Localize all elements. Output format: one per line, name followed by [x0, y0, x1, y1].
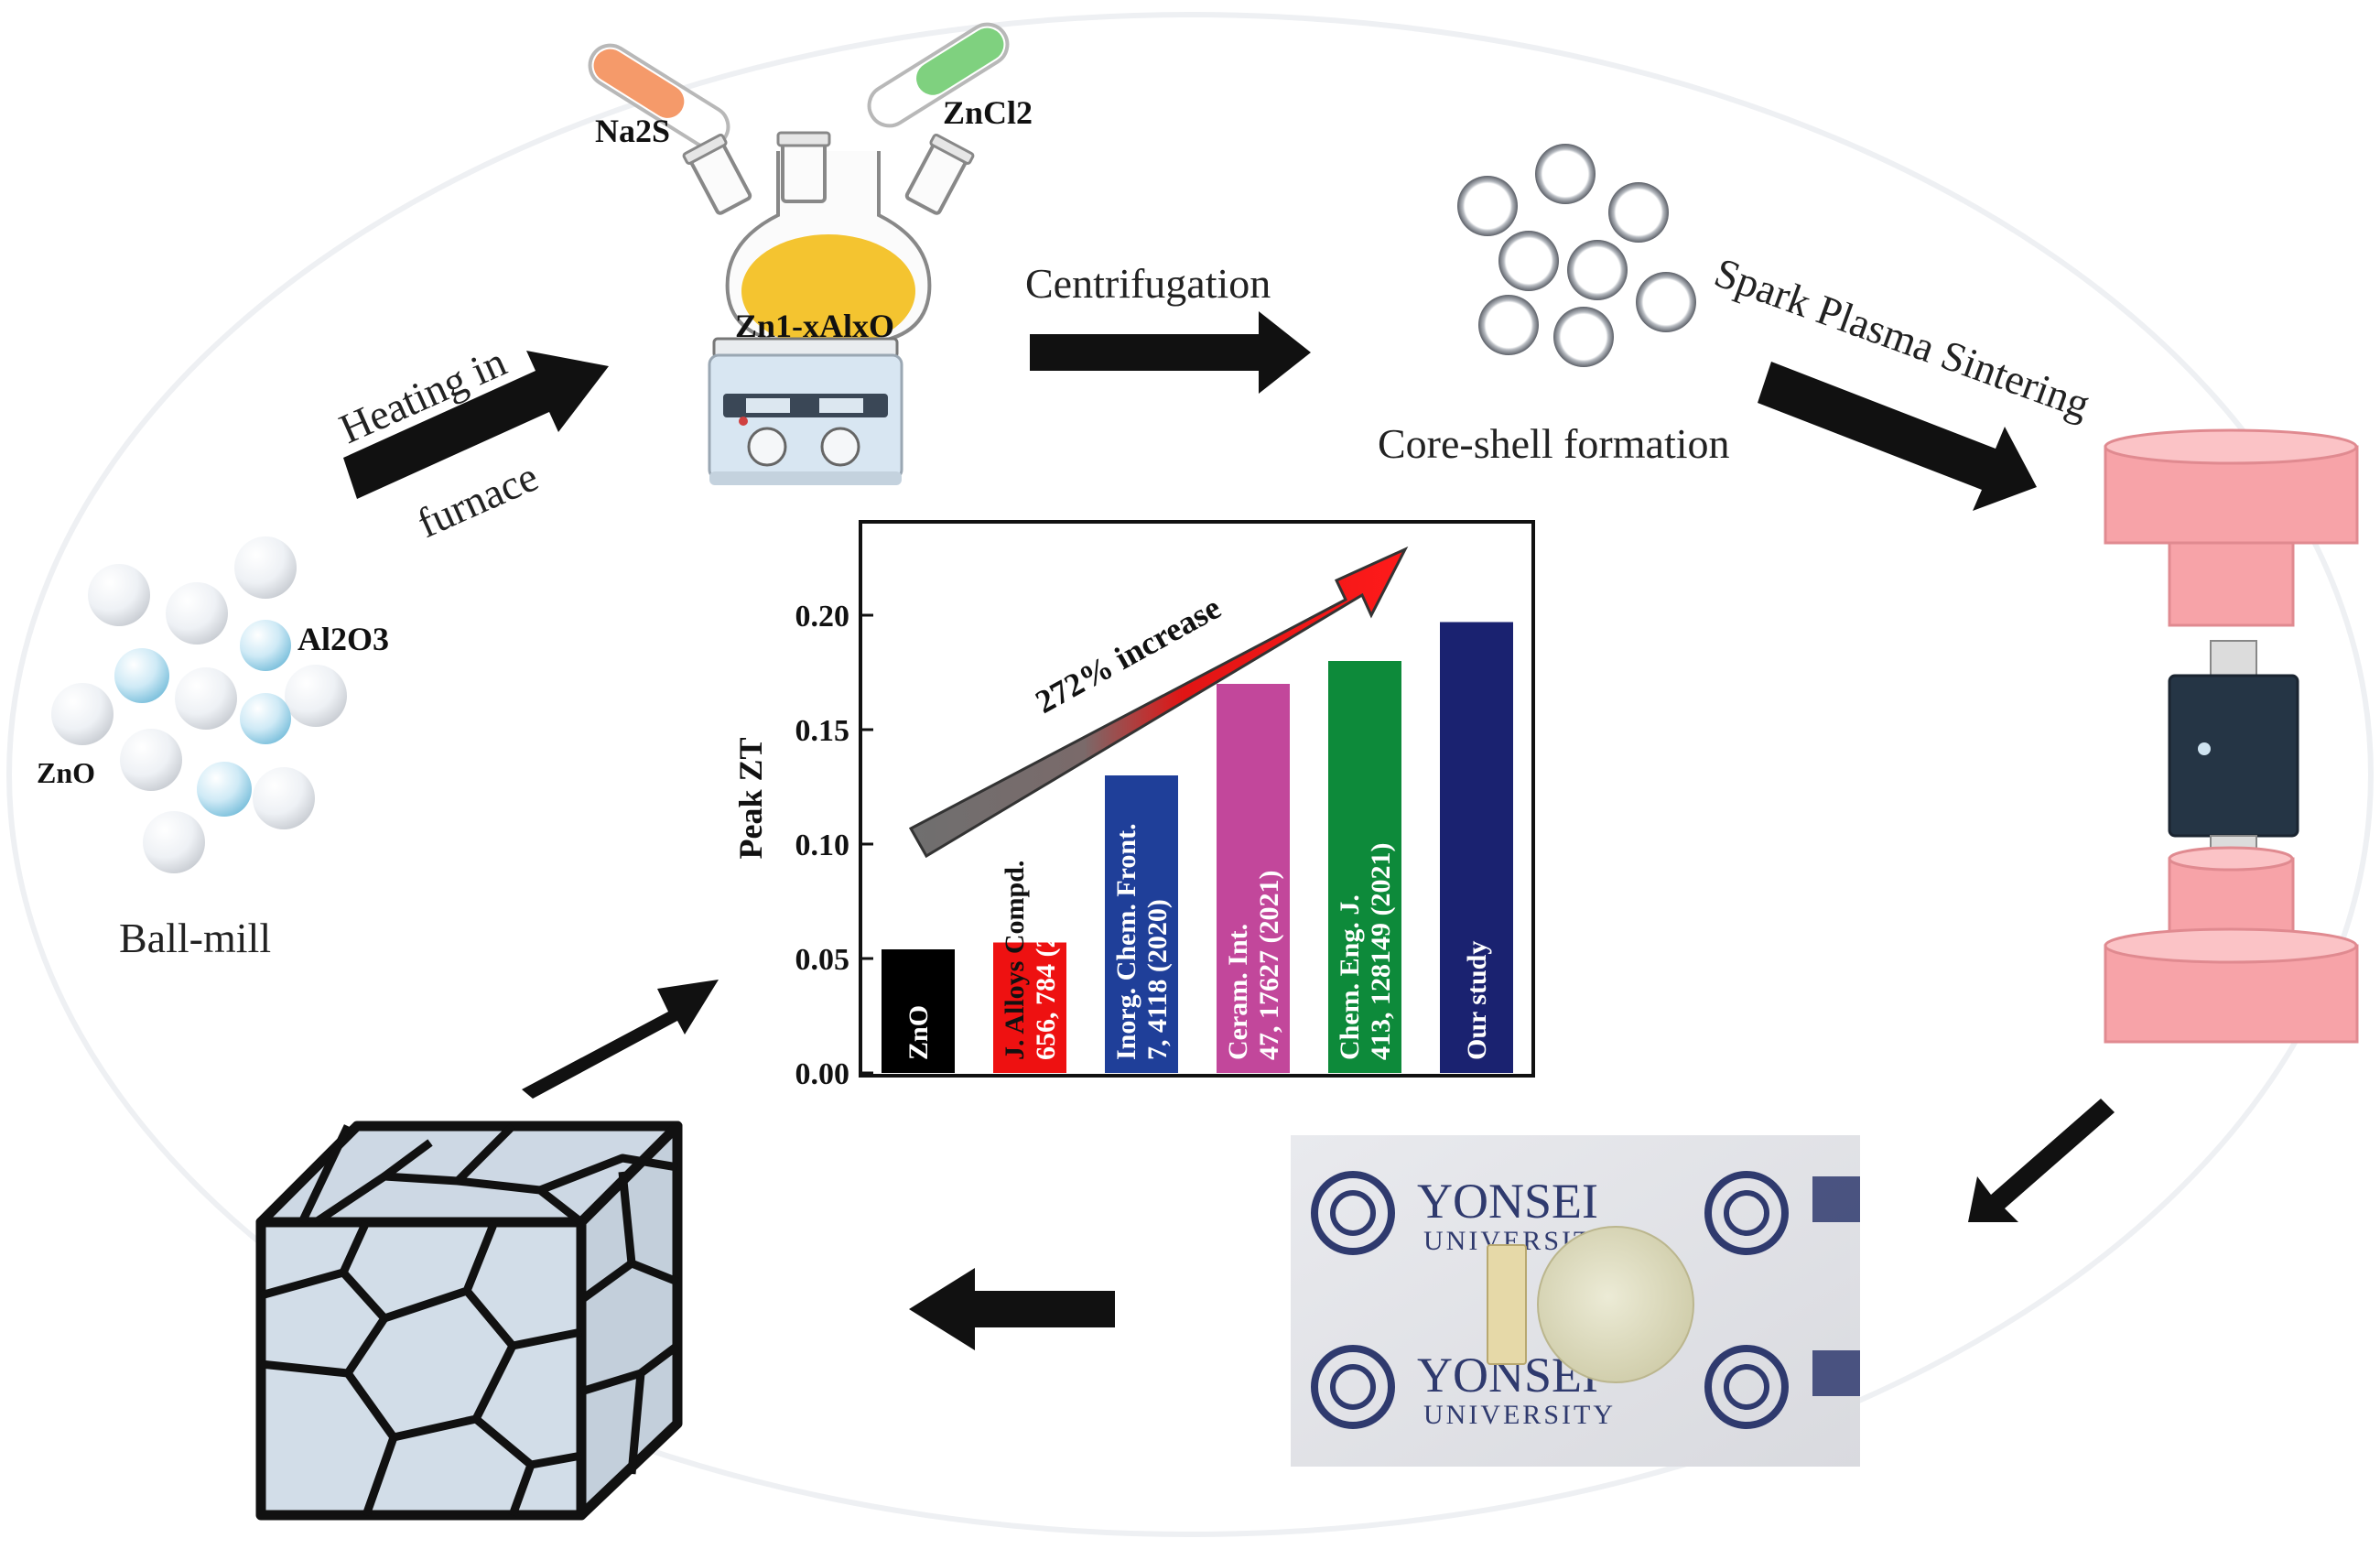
arrow-to-chart [522, 980, 719, 1099]
bar-label-5-line-0: Our study [1462, 941, 1492, 1060]
bar-0 [882, 949, 955, 1073]
heating-label-line2: furnace [410, 452, 545, 547]
three-neck-flask [682, 131, 975, 348]
bar-label-1-line-1: 656, 784 (2016) [1031, 884, 1061, 1060]
y-axis-ticks: 0.00 0.05 0.10 0.15 0.20 [795, 600, 873, 1091]
core-shell-particles [1457, 144, 1696, 367]
al2o3-label: Al2O3 [298, 621, 389, 657]
bar-1 [993, 942, 1066, 1073]
bar-label-5: Our study [1462, 941, 1492, 1060]
ball-mill-powder [51, 536, 347, 873]
bar-label-1: J. Alloys Compd.656, 784 (2016) [1000, 861, 1061, 1060]
ball-mill-label: Ball-mill [119, 915, 271, 961]
bar-label-2: Inorg. Chem. Front.7, 4118 (2020) [1111, 823, 1173, 1060]
centrifugation-label: Centrifugation [1025, 260, 1271, 307]
bar-label-0: ZnO [903, 1005, 934, 1060]
bar-labels: ZnO J. Alloys Compd.656, 784 (2016) Inorg.… [903, 823, 1492, 1060]
bar-label-3: Ceram. Int.47, 17627 (2021) [1223, 871, 1284, 1060]
peak-zt-bar-chart: Peak ZT 0.00 0.05 0.10 0.15 0.20 ZnO J. Alloy… [732, 520, 1535, 1091]
grain-microstructure-cube [255, 1121, 683, 1521]
university-text-2: UNIVERSITY [1423, 1400, 1616, 1430]
zno-powder-label: ZnO [37, 756, 95, 789]
bar-label-4: Chem. Eng. J.413, 128149 (2021) [1335, 843, 1396, 1060]
bar-label-3-line-1: 47, 17627 (2021) [1254, 871, 1284, 1060]
arrow-to-microstructure [909, 1268, 1115, 1350]
arrow-heating-to-flask [343, 351, 609, 499]
na2s-test-tube [588, 43, 730, 149]
bar-3 [1217, 684, 1290, 1073]
sps-die [2104, 428, 2359, 1044]
yonsei-watermark-top-right [1704, 1171, 1860, 1255]
arrow-to-photo [1968, 1099, 2115, 1222]
chart-ylabel: Peak ZT [732, 737, 769, 859]
y-tick-label-0: 0.00 [795, 1057, 850, 1091]
bar-label-4-line-1: 413, 128149 (2021) [1366, 843, 1396, 1060]
bar-2 [1105, 775, 1178, 1073]
sample-bar [1487, 1244, 1527, 1365]
na2s-label: Na2S [595, 113, 670, 149]
y-tick-label-1: 0.05 [795, 943, 850, 977]
y-tick-label-3: 0.15 [795, 714, 850, 748]
bar-label-2-line-1: 7, 4118 (2020) [1142, 899, 1173, 1060]
bar-label-3-line-0: Ceram. Int. [1223, 924, 1253, 1060]
zncl2-test-tube [867, 22, 1010, 128]
sample-pellet [1537, 1226, 1694, 1383]
bar-label-0-line-0: ZnO [903, 1005, 934, 1060]
arrow-sps [1758, 362, 2037, 511]
trend-arrow [908, 546, 1409, 859]
bar-label-2-line-0: Inorg. Chem. Front. [1111, 823, 1141, 1060]
bar-5 [1440, 622, 1513, 1073]
y-tick-label-2: 0.10 [795, 829, 850, 862]
yonsei-text-1: YONSEI [1417, 1174, 1598, 1229]
y-tick-label-4: 0.20 [795, 600, 850, 634]
bar-4 [1328, 661, 1401, 1073]
arrow-centrifugation [1030, 311, 1311, 394]
zncl2-label: ZnCl2 [943, 94, 1033, 131]
bar-label-1-line-0: J. Alloys Compd. [1000, 861, 1030, 1060]
yonsei-watermark-bottom-right [1704, 1345, 1860, 1429]
background-ellipse [6, 12, 2374, 1537]
sample-photo: YONSEI UNIVERSITY YONSEI UNIVERSITY [1291, 1135, 1860, 1467]
core-shell-label: Core-shell formation [1378, 420, 1730, 467]
hotplate-stirrer [708, 337, 903, 485]
bar-label-4-line-0: Chem. Eng. J. [1335, 894, 1365, 1060]
bars [882, 622, 1513, 1073]
